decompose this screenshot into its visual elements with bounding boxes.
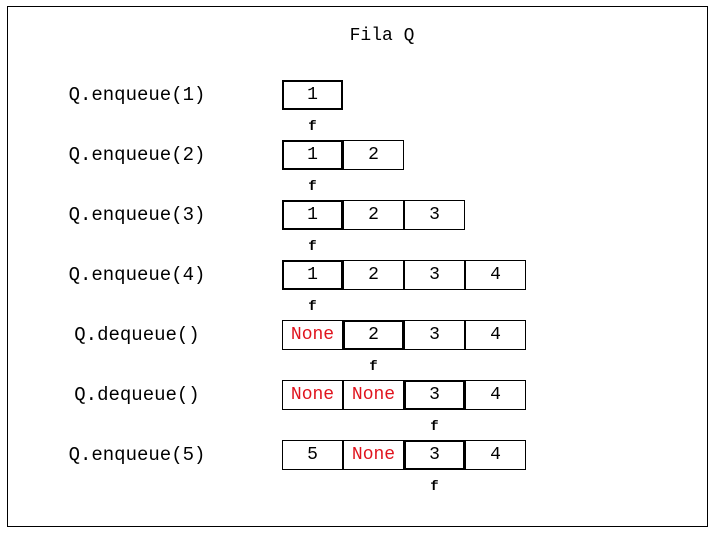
- queue-cell: 2: [343, 320, 404, 350]
- queue-cell: 4: [465, 440, 526, 470]
- front-marker: f: [308, 299, 317, 315]
- operation-label: Q.enqueue(3): [68, 204, 206, 226]
- queue-cell: 4: [465, 320, 526, 350]
- queue-cell: 3: [404, 260, 465, 290]
- front-marker: f: [430, 479, 439, 495]
- front-marker: f: [369, 359, 378, 375]
- operation-label: Q.dequeue(): [74, 324, 200, 346]
- diagram-frame: [7, 6, 708, 527]
- queue-cell: None: [343, 440, 404, 470]
- queue-cell: 5: [282, 440, 343, 470]
- queue-cell: 4: [465, 260, 526, 290]
- queue-cell: 3: [404, 380, 465, 410]
- queue-cell: None: [282, 320, 343, 350]
- queue-cell: 1: [282, 140, 343, 170]
- queue-cell: 2: [343, 140, 404, 170]
- queue-cell: 3: [404, 320, 465, 350]
- queue-cell: 3: [404, 200, 465, 230]
- operation-label: Q.enqueue(5): [68, 444, 206, 466]
- operation-label: Q.enqueue(4): [68, 264, 206, 286]
- queue-cell: 4: [465, 380, 526, 410]
- queue-cell: 1: [282, 80, 343, 110]
- front-marker: f: [308, 239, 317, 255]
- queue-cell: 1: [282, 200, 343, 230]
- queue-cell: 2: [343, 200, 404, 230]
- operation-label: Q.enqueue(1): [68, 84, 206, 106]
- queue-cell: 1: [282, 260, 343, 290]
- diagram-title: Fila Q: [349, 26, 415, 46]
- operation-label: Q.dequeue(): [74, 384, 200, 406]
- queue-cell: None: [343, 380, 404, 410]
- front-marker: f: [308, 119, 317, 135]
- queue-cell: 2: [343, 260, 404, 290]
- queue-cell: None: [282, 380, 343, 410]
- front-marker: f: [308, 179, 317, 195]
- operation-label: Q.enqueue(2): [68, 144, 206, 166]
- front-marker: f: [430, 419, 439, 435]
- queue-cell: 3: [404, 440, 465, 470]
